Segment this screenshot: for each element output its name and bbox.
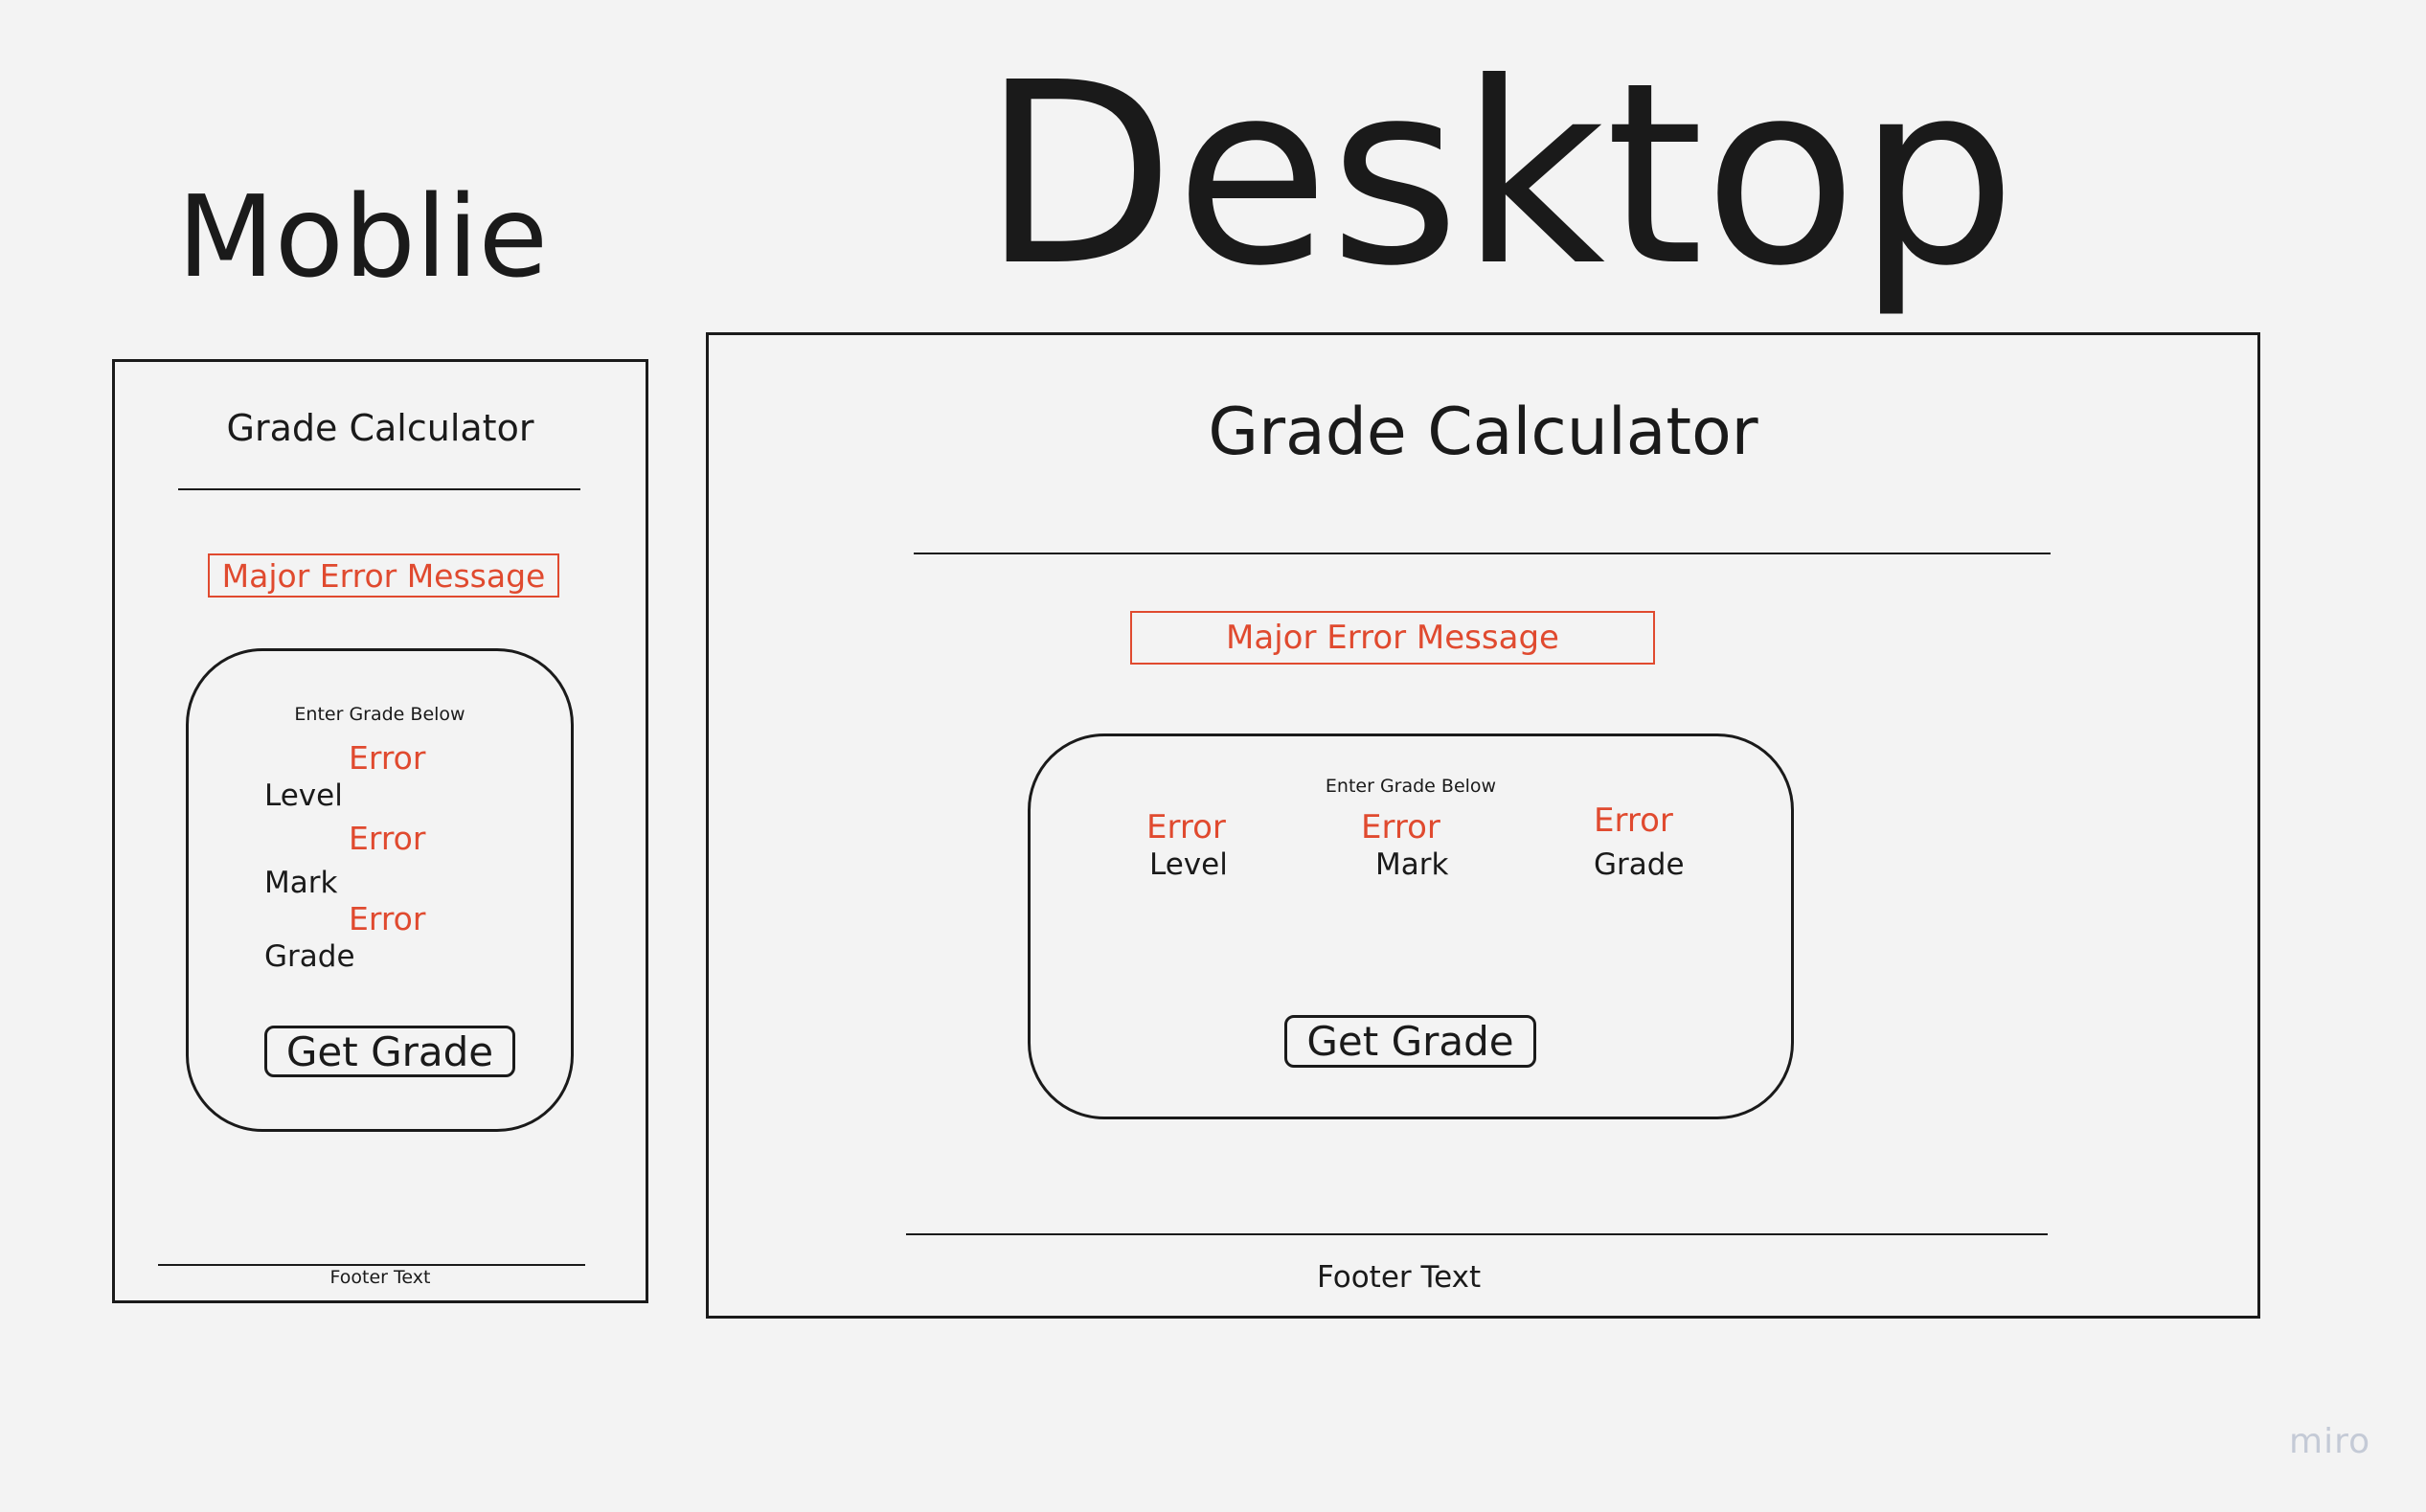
mobile-major-error-message: Major Error Message [208,553,559,598]
mobile-title-divider [178,488,580,490]
desktop-frame [706,332,2260,1319]
mobile-heading: Moblie [177,170,549,303]
desktop-major-error-message: Major Error Message [1130,611,1655,665]
mobile-grade-card [186,648,574,1132]
mobile-card-caption: Enter Grade Below [294,704,465,725]
desktop-grade-card [1028,733,1794,1119]
desktop-title: Grade Calculator [1208,395,1758,470]
desktop-footer-divider [906,1233,2048,1235]
desktop-mark-error: Error [1361,808,1440,846]
mobile-mark-label: Mark [264,866,338,900]
mobile-grade-error: Error [349,900,426,937]
mobile-title: Grade Calculator [226,407,534,449]
desktop-heading: Desktop [982,29,2017,321]
mobile-get-grade-button[interactable]: Get Grade [264,1026,515,1077]
desktop-level-error: Error [1146,808,1226,846]
mobile-level-label: Level [264,779,343,813]
miro-watermark: miro [2289,1422,2371,1461]
mobile-grade-label: Grade [264,939,355,974]
mobile-footer-divider [158,1264,585,1266]
desktop-grade-error: Error [1594,801,1673,840]
mobile-level-error: Error [349,739,426,777]
mobile-mark-error: Error [349,820,426,857]
mobile-footer-text: Footer Text [329,1267,431,1288]
desktop-grade-label: Grade [1594,847,1685,882]
desktop-level-label: Level [1149,847,1228,882]
desktop-title-divider [914,553,2051,554]
desktop-mark-label: Mark [1375,847,1449,882]
mobile-frame [112,359,648,1303]
desktop-get-grade-button[interactable]: Get Grade [1284,1015,1536,1068]
desktop-card-caption: Enter Grade Below [1325,776,1497,797]
desktop-footer-text: Footer Text [1317,1260,1482,1295]
